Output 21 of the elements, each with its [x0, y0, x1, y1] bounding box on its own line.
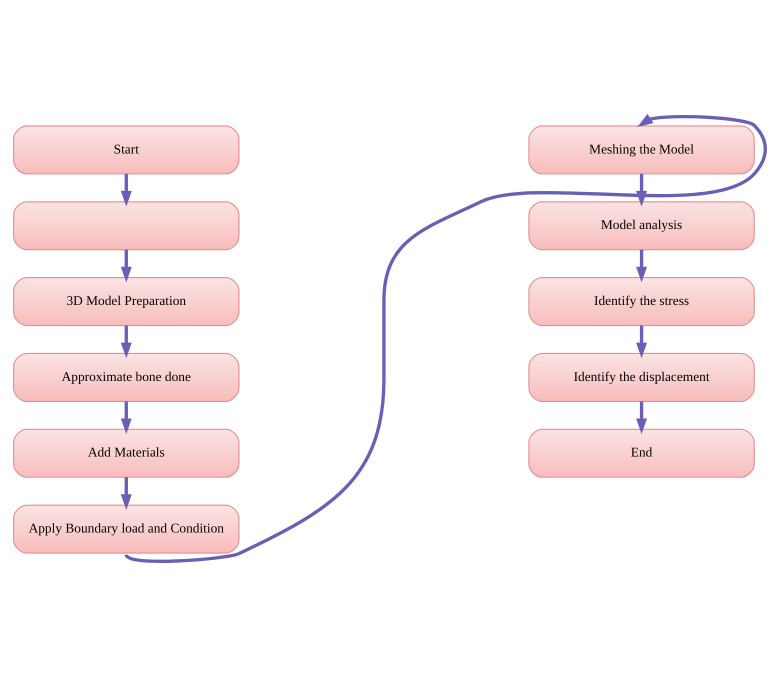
node-box: Start	[12, 124, 239, 174]
arrow	[636, 400, 647, 434]
arrow	[125, 113, 766, 562]
node-box: Apply Boundary load and Condition	[12, 504, 239, 554]
arrow	[636, 249, 647, 282]
node-box: 3D Model Preparation	[12, 276, 239, 326]
arrow	[120, 476, 132, 510]
node-box: Add Materials	[12, 428, 239, 478]
node-box: Identify the displacement	[528, 352, 754, 402]
arrow	[120, 325, 132, 358]
arrow	[120, 249, 132, 282]
node-box: Meshing the Model	[528, 124, 754, 174]
arrow	[120, 173, 132, 206]
node-box: Model analysis	[528, 200, 754, 250]
node-box: Approximate bone done	[12, 352, 239, 402]
node-box: End	[528, 428, 754, 478]
arrow	[636, 173, 647, 206]
node-box: Identify the stress	[528, 276, 754, 326]
arrow	[120, 400, 132, 434]
arrow	[636, 325, 647, 358]
node-box	[12, 200, 239, 250]
